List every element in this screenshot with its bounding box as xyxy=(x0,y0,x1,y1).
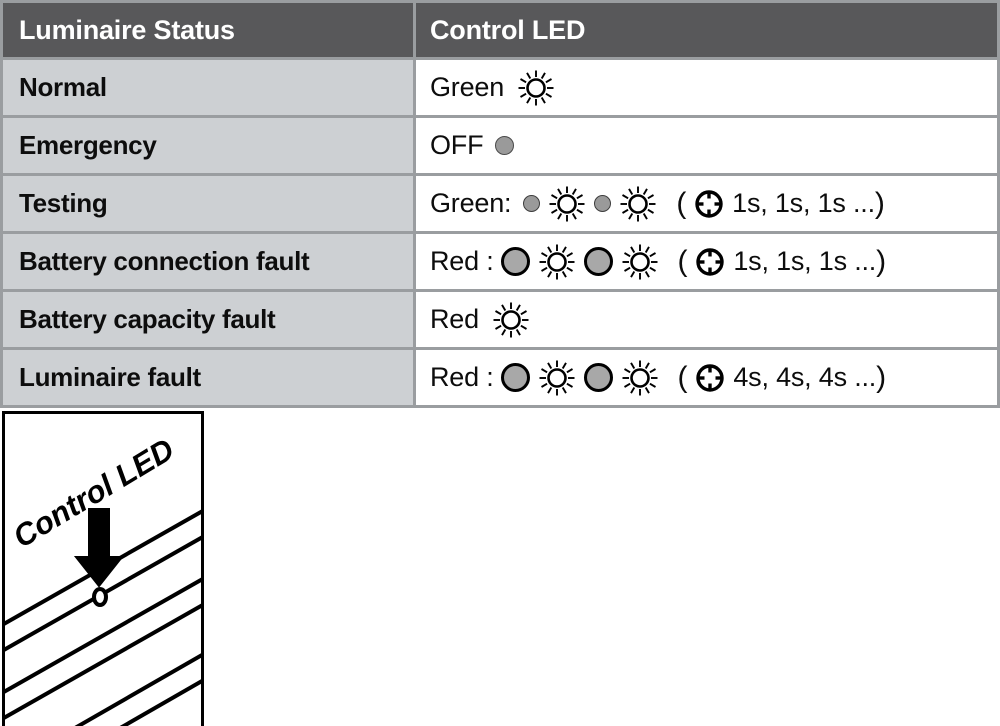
sun-icon xyxy=(537,358,577,398)
sun-icon xyxy=(547,184,587,224)
led-cell: Red xyxy=(416,292,997,347)
sun-icon xyxy=(620,358,660,398)
sun-icon xyxy=(516,68,556,108)
sun-icon xyxy=(537,242,577,282)
timing-close-paren: ) xyxy=(876,360,886,394)
timer-icon xyxy=(693,188,725,220)
status-label: Testing xyxy=(19,188,108,218)
control-led-location-diagram: Control LED xyxy=(2,411,204,726)
status-cell: Luminaire fault xyxy=(3,350,413,405)
led-cell: Red : xyxy=(416,350,997,405)
header-label-led: Control LED xyxy=(430,14,586,45)
luminaire-profile-lines xyxy=(5,509,201,726)
led-color-label: OFF xyxy=(430,130,484,160)
status-cell: Emergency xyxy=(3,118,413,173)
led-big-dot-icon xyxy=(583,363,613,392)
table-row: Luminaire fault Red : xyxy=(3,350,997,405)
timing-close-paren: ) xyxy=(874,186,885,220)
led-color-label: Green xyxy=(430,72,505,102)
status-cell: Normal xyxy=(3,60,413,115)
led-off-dot-icon xyxy=(495,136,515,155)
status-cell: Battery capacity fault xyxy=(3,292,413,347)
status-label: Luminaire fault xyxy=(19,362,201,392)
header-cell-status: Luminaire Status xyxy=(3,3,413,57)
table-row: Battery connection fault Red : xyxy=(3,234,997,289)
header-label-status: Luminaire Status xyxy=(19,14,235,45)
led-cell: OFF xyxy=(416,118,997,173)
led-big-dot-icon xyxy=(583,247,613,276)
timing-open-paren: ( xyxy=(677,244,688,278)
table-header-row: Luminaire Status Control LED xyxy=(3,3,997,57)
table-row: Emergency OFF xyxy=(3,118,997,173)
timer-icon xyxy=(694,362,726,394)
luminaire-status-table: Luminaire Status Control LED Normal Gree… xyxy=(0,0,1000,408)
table-row: Battery capacity fault Red xyxy=(3,292,997,347)
led-sequence: Green xyxy=(430,68,556,108)
luminaire-diagram-svg: Control LED xyxy=(5,431,201,726)
timing-open-paren: ( xyxy=(677,360,688,394)
timer-icon xyxy=(694,246,726,278)
led-off-dot-icon xyxy=(523,195,541,212)
down-arrow-icon xyxy=(73,508,125,588)
sun-icon xyxy=(491,300,531,340)
sun-icon xyxy=(618,184,658,224)
timing-close-paren: ) xyxy=(876,244,886,278)
led-color-label: Red : xyxy=(430,362,494,392)
timing-label: 4s, 4s, 4s ... xyxy=(733,362,877,392)
control-led-dot xyxy=(92,587,108,607)
led-sequence: OFF xyxy=(430,130,515,161)
led-sequence: Red xyxy=(430,300,531,340)
table-row: Normal Green xyxy=(3,60,997,115)
led-color-label: Green: xyxy=(430,188,512,218)
led-sequence: Green: xyxy=(430,184,885,224)
sun-icon xyxy=(620,242,660,282)
led-color-label: Red xyxy=(430,304,479,334)
status-label: Normal xyxy=(19,72,107,102)
led-cell: Green xyxy=(416,60,997,115)
led-off-dot-icon xyxy=(594,195,612,212)
status-cell: Testing xyxy=(3,176,413,231)
status-label: Battery connection fault xyxy=(19,246,310,276)
status-cell: Battery connection fault xyxy=(3,234,413,289)
led-color-label: Red : xyxy=(430,246,494,276)
led-big-dot-icon xyxy=(500,247,530,276)
header-cell-led: Control LED xyxy=(416,3,997,57)
timing-label: 1s, 1s, 1s ... xyxy=(733,246,877,276)
led-cell: Green: xyxy=(416,176,997,231)
led-cell: Red : xyxy=(416,234,997,289)
timing-label: 1s, 1s, 1s ... xyxy=(732,188,875,218)
status-label: Battery capacity fault xyxy=(19,304,276,334)
led-sequence: Red : xyxy=(430,358,886,398)
status-label: Emergency xyxy=(19,130,157,160)
timing-open-paren: ( xyxy=(676,186,687,220)
table-row: Testing Green: xyxy=(3,176,997,231)
led-sequence: Red : xyxy=(430,242,886,282)
led-big-dot-icon xyxy=(500,363,530,392)
